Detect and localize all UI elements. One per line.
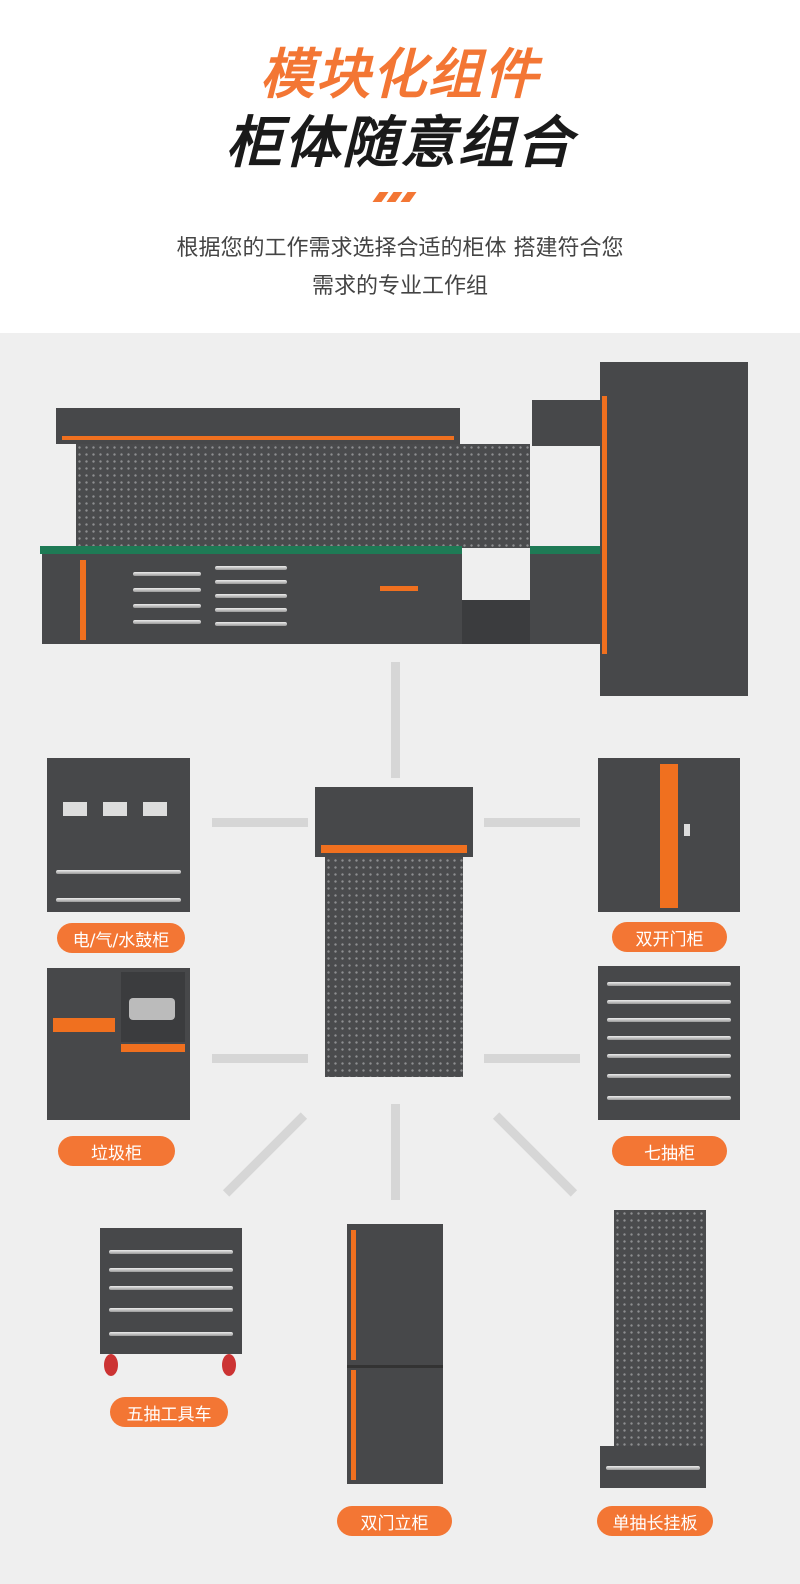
tall-cabinet xyxy=(600,362,748,696)
pegboard xyxy=(76,444,530,548)
utility-cabinet-image xyxy=(47,758,190,912)
workbench-assembly-image xyxy=(40,360,750,696)
trash-cabinet-image xyxy=(47,968,190,1120)
wall-cabinet-pegboard-image xyxy=(315,787,473,1077)
label-double-door-cabinet: 双开门柜 xyxy=(612,922,727,952)
title-line-2: 柜体随意组合 xyxy=(226,111,574,176)
label-trash-cabinet: 垃圾柜 xyxy=(58,1136,175,1166)
worktop xyxy=(40,546,462,554)
double-door-tall-cabinet-image xyxy=(347,1224,443,1484)
double-door-cabinet-image xyxy=(598,758,740,912)
label-double-door-tall-cabinet: 双门立柜 xyxy=(337,1506,452,1536)
label-five-drawer-cart: 五抽工具车 xyxy=(110,1397,228,1427)
slash-decoration-icon xyxy=(372,192,420,202)
single-drawer-pegboard-image xyxy=(614,1210,706,1446)
label-single-drawer-pegboard: 单抽长挂板 xyxy=(597,1506,713,1536)
subtitle-line-1: 根据您的工作需求选择合适的柜体 搭建符合您 xyxy=(176,236,624,261)
label-utility-cabinet: 电/气/水鼓柜 xyxy=(57,923,185,953)
seven-drawer-cabinet-image xyxy=(598,966,740,1120)
label-seven-drawer-cabinet: 七抽柜 xyxy=(612,1136,727,1166)
title-line-1: 模块化组件 xyxy=(260,43,540,106)
subtitle-line-2: 需求的专业工作组 xyxy=(311,274,488,299)
five-drawer-cart-image xyxy=(100,1228,242,1354)
